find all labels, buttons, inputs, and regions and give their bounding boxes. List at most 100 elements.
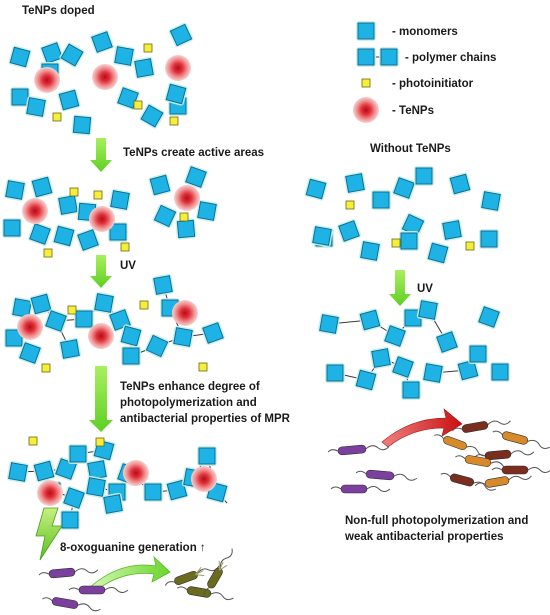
monomer [60,510,80,530]
monomer-square [60,339,80,359]
monomer [18,341,42,365]
flagellum-rear [451,427,463,432]
monomer-square [423,363,443,383]
down-arrow [90,138,112,172]
bacterium-body [186,586,212,598]
damaged-tip [218,560,228,571]
monomer-square [110,190,130,210]
bacterium-body [78,585,106,595]
bacterium [434,434,489,457]
monomer-square [166,479,188,501]
monomer [112,44,136,68]
legend-tenps-label: - TeNPs [392,105,434,117]
monomer [391,355,415,379]
monomer [143,482,163,502]
down-arrow [90,255,112,288]
tenp-body [34,67,60,93]
monomer [371,190,391,210]
monomer [440,218,464,242]
monomer-square [5,329,23,347]
flagellum [510,450,535,456]
monomer [2,218,22,238]
monomer [479,229,499,249]
monomer [421,361,445,385]
nonfull-label-line1: Non-full photopolymerization and [345,515,529,527]
photoinitiator [69,187,79,197]
monomer [10,296,34,320]
uv-label-left: UV [120,260,136,272]
monomer-square [319,314,339,334]
monomer-square [9,46,31,68]
monomer-square [400,232,418,250]
monomer-square [169,23,193,47]
tenp-body [165,55,191,81]
photoinitiator [93,190,103,200]
photoinitiator [95,437,105,447]
damaged-tip [195,566,205,577]
monomer [76,228,100,252]
tenp-body [174,185,200,211]
monomer [310,224,334,248]
monomer-square [140,104,164,128]
monomer-square [45,310,67,332]
bacteria-layer [38,420,550,612]
monomer-square [3,219,21,237]
monomer-square [418,300,438,320]
monomer-square [33,460,55,482]
bacterium [203,548,233,597]
monomer-square [355,369,377,391]
down-arrow [89,366,113,432]
monomer [468,344,488,364]
tenp-body [17,314,43,340]
arrows-layer [35,138,463,593]
monomer [197,446,217,466]
monomer [8,45,32,69]
monomer-square [197,201,217,221]
photoinitiator [179,212,189,222]
monomer-square [26,97,46,117]
monomer-square [30,293,52,315]
monomer-square [53,225,75,247]
flagellum-rear [434,434,445,440]
monomer [58,337,82,361]
monomer [28,222,52,246]
tenp-body [88,323,114,349]
monomer [92,291,116,315]
oxoguanine-label: 8-oxoguanine generation ↑ [60,542,206,554]
monomer [90,30,114,54]
monomer [358,308,382,332]
photoinitiator [41,363,51,373]
flagellum [393,473,418,481]
monomer [40,41,64,65]
monomer [164,82,188,106]
monomer [151,273,175,297]
bacterium [440,472,497,491]
bacterium [355,469,418,481]
bacterium-body [461,421,489,433]
monomer-square [427,242,449,264]
flagellum-rear [42,597,53,602]
monomer [84,475,108,499]
monomer [71,114,93,136]
monomer-square [103,494,123,514]
bacterium-body [501,465,529,475]
monomer [108,222,128,242]
without-tenps-title: Without TeNPs [370,143,451,155]
monomer [132,56,156,80]
monomer-square [134,58,154,78]
monomer [392,176,416,200]
photoinitiator [120,242,130,252]
monomer [74,309,94,329]
bacterium-body [340,484,368,494]
monomer [144,333,170,359]
monomer-square [153,275,173,295]
monomer [29,292,53,316]
monomer-square [94,293,114,313]
flagellum-rear [455,455,466,460]
tenps-doped-title: TeNPs doped [22,5,95,17]
monomer-square [312,226,332,246]
monomer [343,171,367,195]
monomer-square [372,191,390,209]
monomer [426,241,450,265]
